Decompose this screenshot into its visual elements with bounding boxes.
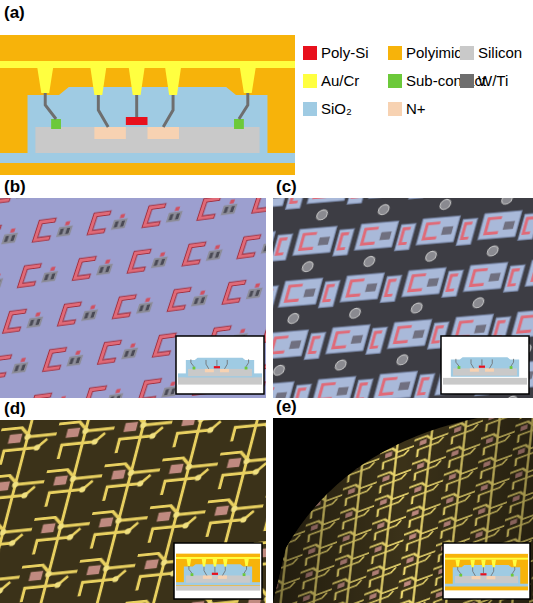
released-islands-render bbox=[273, 198, 533, 398]
panel-label: (e) bbox=[276, 397, 297, 417]
legend-item: N+ bbox=[388, 100, 426, 118]
legend-swatch bbox=[388, 102, 402, 116]
legend-item: Silicon bbox=[460, 44, 522, 62]
legend-swatch bbox=[460, 46, 474, 60]
legend-item: Polyimide bbox=[388, 44, 471, 62]
legend-item: Poly-Si bbox=[303, 44, 369, 62]
panel-label: (d) bbox=[4, 399, 26, 419]
legend-item: SiO₂ bbox=[303, 100, 352, 118]
panel-label: (c) bbox=[276, 177, 297, 197]
legend-item: Au/Cr bbox=[303, 72, 359, 90]
legend-swatch bbox=[303, 46, 317, 60]
legend-item: W/Ti bbox=[460, 72, 508, 90]
legend-text: SiO₂ bbox=[321, 100, 352, 118]
panel-label: (a) bbox=[4, 3, 25, 23]
legend-text: Sub-contact bbox=[406, 72, 486, 90]
cross-section bbox=[0, 35, 295, 175]
legend-swatch bbox=[460, 74, 474, 88]
panel-label: (b) bbox=[4, 177, 26, 197]
legend-text: N+ bbox=[406, 100, 426, 118]
legend-swatch bbox=[388, 74, 402, 88]
legend-swatch bbox=[388, 46, 402, 60]
bent-array-render bbox=[273, 418, 533, 603]
legend-text: Silicon bbox=[478, 44, 522, 62]
legend-text: Poly-Si bbox=[321, 44, 369, 62]
legend-swatch bbox=[303, 102, 317, 116]
legend-text: W/Ti bbox=[478, 72, 508, 90]
interconnect-render bbox=[0, 420, 266, 603]
device-array-render bbox=[0, 198, 266, 398]
legend-text: Au/Cr bbox=[321, 72, 359, 90]
legend-swatch bbox=[303, 74, 317, 88]
